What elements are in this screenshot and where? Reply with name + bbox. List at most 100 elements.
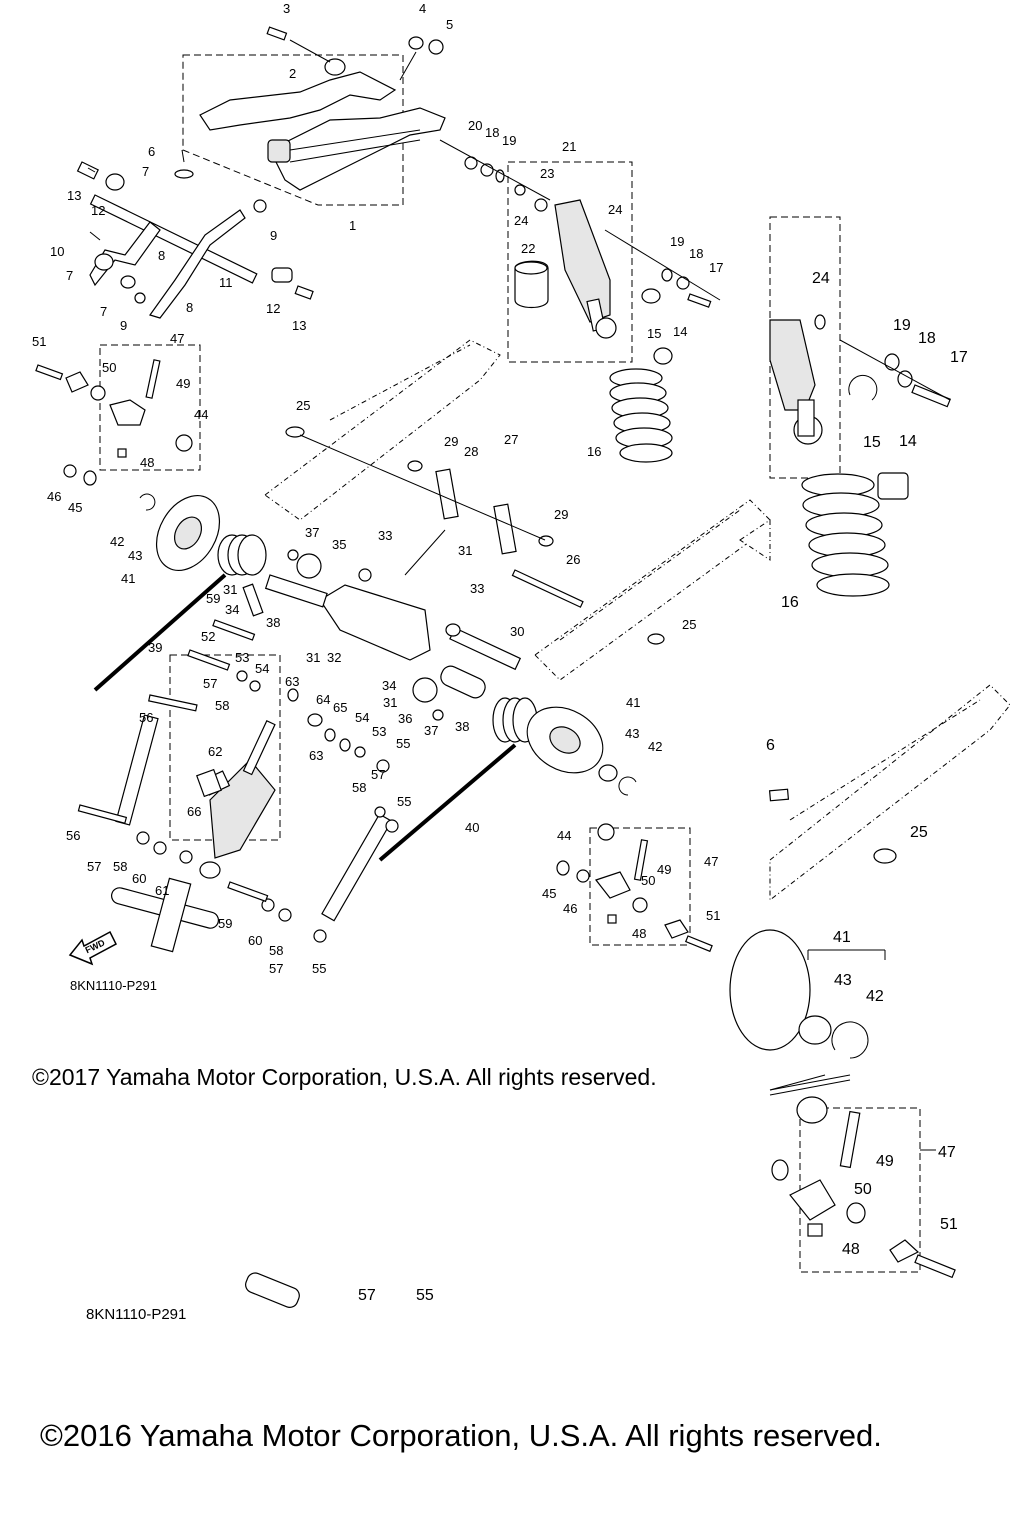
callout-44b: 44 bbox=[557, 828, 571, 843]
copyright-2016: ©2016 Yamaha Motor Corporation, U.S.A. A… bbox=[40, 1418, 882, 1453]
callout-1: 1 bbox=[349, 218, 356, 233]
callout-35: 35 bbox=[332, 537, 346, 552]
rear-arm-assembly bbox=[264, 434, 584, 721]
callout-66: 66 bbox=[187, 804, 201, 819]
callout-13a: 13 bbox=[67, 188, 81, 203]
zoom-callout-6: 6 bbox=[766, 737, 775, 754]
zoom-callout-42: 42 bbox=[866, 988, 884, 1005]
callout-45b: 45 bbox=[542, 886, 556, 901]
callout-58c: 58 bbox=[113, 859, 127, 874]
callout-55c: 55 bbox=[312, 961, 326, 976]
callout-56a: 56 bbox=[139, 710, 153, 725]
front-shock-and-links bbox=[77, 619, 399, 953]
callout-58b: 58 bbox=[352, 780, 366, 795]
callout-62: 62 bbox=[208, 744, 222, 759]
callout-19b: 19 bbox=[670, 234, 684, 249]
callout-10: 10 bbox=[50, 244, 64, 259]
callout-4: 4 bbox=[419, 1, 426, 16]
callout-61: 61 bbox=[155, 883, 169, 898]
adjuster-group-47-left bbox=[35, 344, 201, 486]
callout-55b: 55 bbox=[397, 794, 411, 809]
callout-54a: 54 bbox=[255, 661, 269, 676]
callout-34b: 34 bbox=[382, 678, 396, 693]
zoom-adjuster-detail bbox=[245, 1096, 956, 1308]
callout-63b: 63 bbox=[309, 748, 323, 763]
zoom-callout-50: 50 bbox=[854, 1181, 872, 1198]
callout-49b: 49 bbox=[657, 862, 671, 877]
callout-7a: 7 bbox=[142, 164, 149, 179]
callout-41a: 41 bbox=[121, 571, 135, 586]
callout-36: 36 bbox=[398, 711, 412, 726]
callout-28: 28 bbox=[464, 444, 478, 459]
callout-48a: 48 bbox=[140, 455, 154, 470]
callout-37b: 37 bbox=[424, 723, 438, 738]
callout-6: 6 bbox=[148, 144, 155, 159]
drawing-code-zoom: 8KN1110-P291 bbox=[86, 1306, 187, 1323]
callout-20: 20 bbox=[468, 118, 482, 133]
callout-17: 17 bbox=[709, 260, 723, 275]
callout-46b: 46 bbox=[563, 901, 577, 916]
zoom-callout-41: 41 bbox=[833, 929, 851, 946]
callout-47b: 47 bbox=[704, 854, 718, 869]
drawing-code: 8KN1110-P291 bbox=[70, 978, 157, 993]
copyright-2017: ©2017 Yamaha Motor Corporation, U.S.A. A… bbox=[32, 1064, 657, 1090]
callout-7b: 7 bbox=[66, 268, 73, 283]
callout-42a: 42 bbox=[110, 534, 124, 549]
callout-60a: 60 bbox=[132, 871, 146, 886]
zoom-rail-detail bbox=[739, 519, 1011, 902]
callout-44a: 44 bbox=[194, 407, 208, 422]
callout-30: 30 bbox=[510, 624, 524, 639]
callout-11: 11 bbox=[219, 275, 233, 290]
callout-31d: 31 bbox=[383, 695, 397, 710]
slide-rails bbox=[264, 339, 771, 681]
torsion-springs bbox=[93, 534, 538, 862]
callout-33b: 33 bbox=[470, 581, 484, 596]
callout-5: 5 bbox=[446, 17, 453, 32]
callout-47a: 47 bbox=[170, 331, 184, 346]
callout-63a: 63 bbox=[285, 674, 299, 689]
callout-51b: 51 bbox=[706, 908, 720, 923]
callout-55a: 55 bbox=[396, 736, 410, 751]
zoom-callout-14: 14 bbox=[899, 433, 917, 450]
callout-53b: 53 bbox=[372, 724, 386, 739]
callout-45a: 45 bbox=[68, 500, 82, 515]
callout-18b: 18 bbox=[689, 246, 703, 261]
callout-8b: 8 bbox=[186, 300, 193, 315]
zoom-callout-47: 47 bbox=[938, 1144, 956, 1161]
callout-13b: 13 bbox=[292, 318, 306, 333]
callout-12b: 12 bbox=[266, 301, 280, 316]
callout-40: 40 bbox=[465, 820, 479, 835]
zoom-callout-24: 24 bbox=[812, 270, 830, 287]
callout-54b: 54 bbox=[355, 710, 369, 725]
zoom-callout-16: 16 bbox=[781, 594, 799, 611]
rear-shock-absorber bbox=[439, 139, 721, 365]
callout-41b: 41 bbox=[626, 695, 640, 710]
forward-arrow-icon: FWD bbox=[68, 930, 117, 966]
callout-59b: 59 bbox=[218, 916, 232, 931]
callout-60b: 60 bbox=[248, 933, 262, 948]
callout-21: 21 bbox=[562, 139, 576, 154]
zoom-callout-43: 43 bbox=[834, 972, 852, 989]
zoom-callout-51: 51 bbox=[940, 1216, 958, 1233]
callout-9a: 9 bbox=[270, 228, 277, 243]
callout-2: 2 bbox=[289, 66, 296, 81]
callout-24b: 24 bbox=[608, 202, 622, 217]
callout-38b: 38 bbox=[455, 719, 469, 734]
callout-14: 14 bbox=[673, 324, 687, 339]
callout-labels: 3 4 5 2 6 7 13 12 9 1 10 8 7 11 7 8 12 9… bbox=[32, 1, 968, 1304]
callout-16: 16 bbox=[587, 444, 601, 459]
callout-7c: 7 bbox=[100, 304, 107, 319]
spring-16 bbox=[609, 368, 673, 463]
callout-50b: 50 bbox=[641, 873, 655, 888]
adjuster-group-47-right bbox=[556, 823, 713, 953]
callout-48b: 48 bbox=[632, 926, 646, 941]
zoom-brackets bbox=[769, 949, 936, 1151]
callout-57d: 57 bbox=[269, 961, 283, 976]
callout-29b: 29 bbox=[554, 507, 568, 522]
callout-3: 3 bbox=[283, 1, 290, 16]
callout-43b: 43 bbox=[625, 726, 639, 741]
callout-57c: 57 bbox=[87, 859, 101, 874]
callout-64: 64 bbox=[316, 692, 330, 707]
callout-25b: 25 bbox=[682, 617, 696, 632]
